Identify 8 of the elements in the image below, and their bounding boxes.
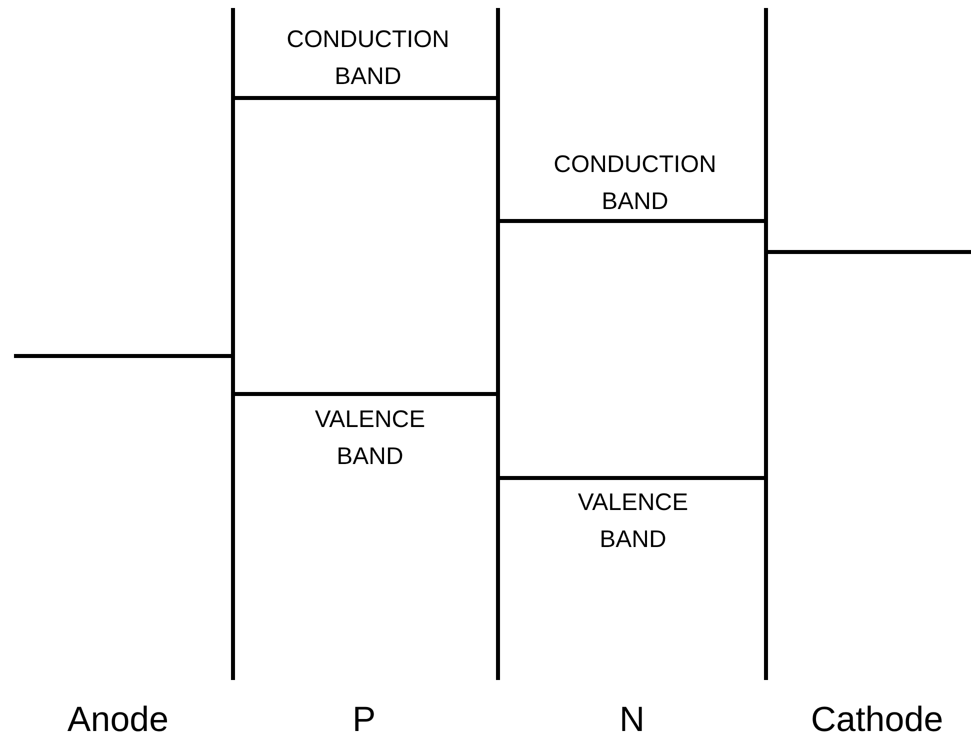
region-label: Anode [66,700,170,740]
band-label: VALENCE BAND [576,488,690,555]
band-label: CONDUCTION BAND [286,25,450,92]
band-label: VALENCE BAND [314,405,426,472]
band-label: CONDUCTION BAND [552,150,718,217]
region-label: N [618,700,646,740]
region-label: P [351,700,377,740]
region-label: Cathode [810,700,944,740]
